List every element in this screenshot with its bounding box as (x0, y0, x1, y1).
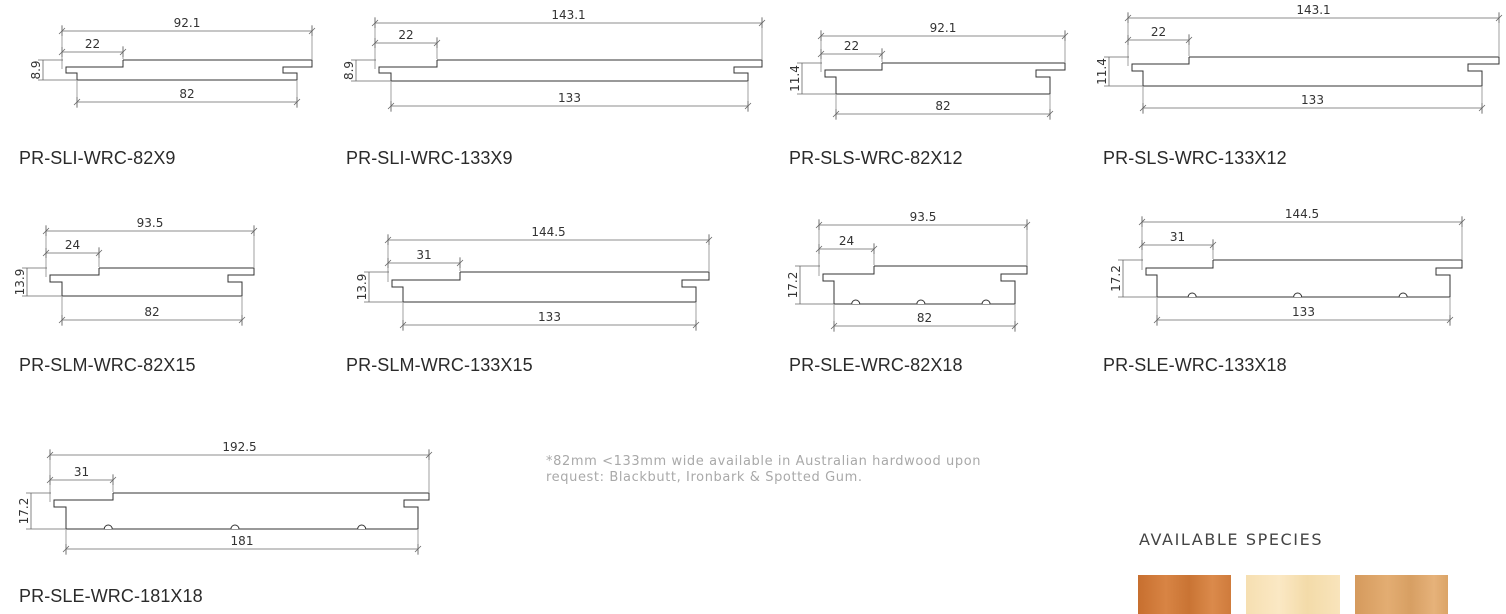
profile-drawing-2: 143.1 22 133 8.9 (342, 8, 766, 112)
dim-lap-9: 31 (74, 465, 89, 479)
dim-cover-1: 82 (179, 87, 194, 101)
profile-label-1: PR-SLI-WRC-82X9 (19, 148, 176, 168)
dim-thickness-1: 8.9 (29, 60, 43, 79)
dim-overall-2: 143.1 (551, 8, 585, 22)
dim-overall-5: 93.5 (137, 216, 164, 230)
dim-cover-2: 133 (558, 91, 581, 105)
profile-drawing-1: 92.1 22 82 8.9 (29, 16, 316, 108)
profile-label-6: PR-SLM-WRC-133X15 (346, 355, 533, 375)
dim-lap-4: 22 (1151, 25, 1166, 39)
dim-overall-8: 144.5 (1285, 207, 1319, 221)
profile-label-5: PR-SLM-WRC-82X15 (19, 355, 196, 375)
profile-drawing-7: 93.5 24 82 17.2 (786, 210, 1031, 332)
profile-drawing-6: 144.5 31 133 13.9 (355, 225, 713, 331)
dim-overall-9: 192.5 (222, 440, 256, 454)
dim-thickness-3: 11.4 (788, 65, 802, 92)
dim-overall-7: 93.5 (910, 210, 937, 224)
species-swatch-mid[interactable] (1355, 575, 1448, 614)
dim-cover-9: 181 (231, 534, 254, 548)
dim-cover-8: 133 (1292, 305, 1315, 319)
profile-label-9: PR-SLE-WRC-181X18 (19, 586, 203, 606)
species-swatch-pale[interactable] (1246, 575, 1340, 614)
dim-cover-5: 82 (144, 305, 159, 319)
dim-thickness-8: 17.2 (1109, 265, 1123, 292)
profile-drawing-5: 93.5 24 82 13.9 (13, 216, 258, 326)
dim-lap-5: 24 (65, 238, 80, 252)
profile-drawing-3: 92.1 22 82 11.4 (788, 21, 1069, 120)
profile-label-3: PR-SLS-WRC-82X12 (789, 148, 963, 168)
dim-thickness-2: 8.9 (342, 61, 356, 80)
dim-thickness-5: 13.9 (13, 269, 27, 296)
hardwood-note: *82mm <133mm wide available in Australia… (546, 454, 982, 485)
profile-label-4: PR-SLS-WRC-133X12 (1103, 148, 1287, 168)
dim-cover-6: 133 (538, 310, 561, 324)
dim-lap-2: 22 (398, 28, 413, 42)
dim-thickness-4: 11.4 (1095, 58, 1109, 85)
profile-label-8: PR-SLE-WRC-133X18 (1103, 355, 1287, 375)
dim-thickness-9: 17.2 (17, 498, 31, 525)
dim-overall-4: 143.1 (1296, 3, 1330, 17)
dim-thickness-6: 13.9 (355, 274, 369, 301)
profile-label-2: PR-SLI-WRC-133X9 (346, 148, 513, 168)
dim-lap-3: 22 (844, 39, 859, 53)
dim-lap-6: 31 (416, 248, 431, 262)
dim-overall-6: 144.5 (531, 225, 565, 239)
profile-drawing-4: 143.1 22 133 11.4 (1095, 3, 1503, 114)
dim-lap-1: 22 (85, 37, 100, 51)
dim-overall-1: 92.1 (174, 16, 201, 30)
species-title: AVAILABLE SPECIES (1139, 530, 1324, 549)
profile-drawing-8: 144.5 31 133 17.2 (1109, 207, 1466, 326)
dim-lap-8: 31 (1170, 230, 1185, 244)
dim-cover-4: 133 (1301, 93, 1324, 107)
dim-lap-7: 24 (839, 234, 854, 248)
dim-overall-3: 92.1 (930, 21, 957, 35)
profile-drawing-9: 192.5 31 181 17.2 (17, 440, 433, 555)
dim-cover-7: 82 (917, 311, 932, 325)
dim-thickness-7: 17.2 (786, 272, 800, 299)
profile-label-7: PR-SLE-WRC-82X18 (789, 355, 963, 375)
dim-cover-3: 82 (935, 99, 950, 113)
species-swatch-cedar[interactable] (1138, 575, 1231, 614)
